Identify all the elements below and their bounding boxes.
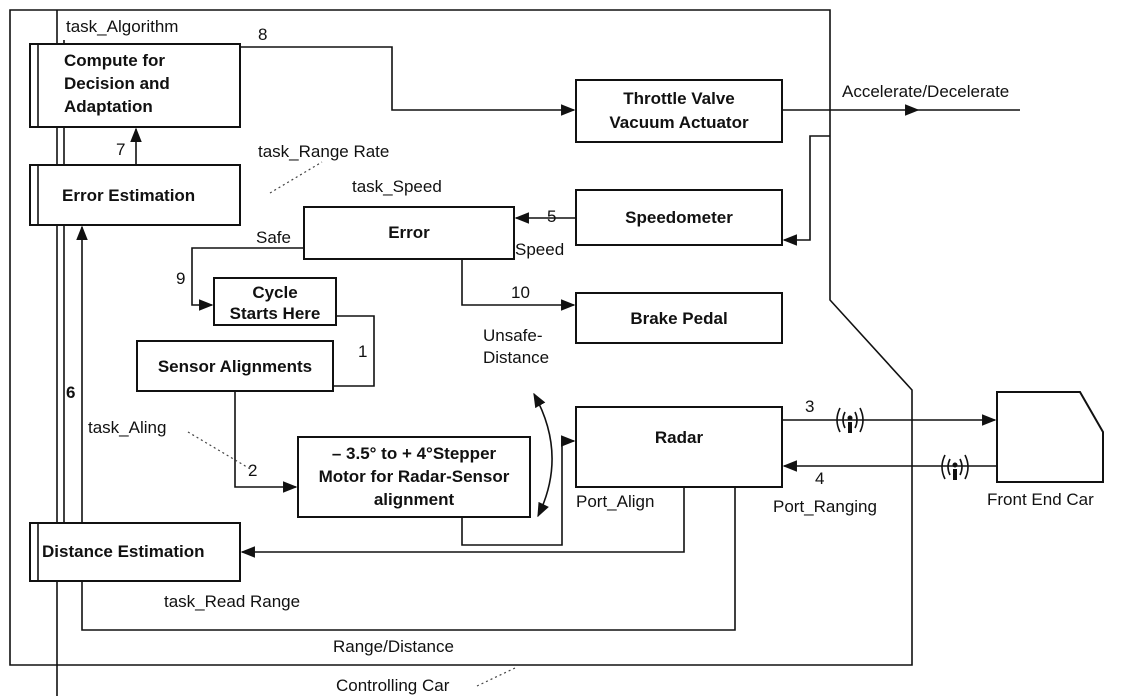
arrow-sensor-to-stepper [235, 391, 296, 487]
safe-label: Safe [256, 228, 291, 247]
step-number-8: 8 [258, 25, 267, 44]
compute-line-1: Compute for [64, 51, 165, 70]
port-ranging-label: Port_Ranging [773, 497, 877, 516]
distance-estimation-box: Distance Estimation [30, 523, 240, 581]
throttle-box: Throttle Valve Vacuum Actuator [576, 80, 782, 142]
compute-line-2: Decision and [64, 74, 170, 93]
step-number-4: 4 [815, 469, 824, 488]
controlling-car-label: Controlling Car [336, 676, 450, 695]
leader-range-rate [270, 162, 322, 193]
step-number-1: 1 [358, 342, 367, 361]
sensor-alignments-box: Sensor Alignments [137, 341, 333, 391]
throttle-line-1: Throttle Valve [623, 89, 734, 108]
compute-line-3: Adaptation [64, 97, 153, 116]
speed-label: Speed [515, 240, 564, 259]
line-cycle-to-sensor [333, 316, 374, 386]
rotation-arrow [534, 394, 552, 516]
step-number-10: 10 [511, 283, 530, 302]
brake-pedal-label: Brake Pedal [630, 309, 727, 328]
cycle-line-2: Starts Here [230, 304, 321, 323]
stepper-line-2: Motor for Radar-Sensor [319, 467, 510, 486]
error-estimation-box: Error Estimation [30, 165, 240, 225]
front-end-car-label: Front End Car [987, 490, 1094, 509]
stepper-line-3: alignment [374, 490, 455, 509]
task-range-rate-label: task_Range Rate [258, 142, 389, 161]
task-algorithm-label: task_Algorithm [66, 17, 178, 36]
arrow-compute-to-throttle [240, 47, 574, 110]
sensor-alignments-label: Sensor Alignments [158, 357, 312, 376]
stepper-motor-box: – 3.5° to + 4°Stepper Motor for Radar-Se… [298, 437, 530, 517]
accelerate-label: Accelerate/Decelerate [842, 82, 1009, 101]
stepper-line-1: – 3.5° to + 4°Stepper [332, 444, 497, 463]
task-read-range-label: task_Read Range [164, 592, 300, 611]
compute-box: Compute for Decision and Adaptation [30, 44, 240, 127]
step-number-7: 7 [116, 140, 125, 159]
speedometer-label: Speedometer [625, 208, 733, 227]
radar-label: Radar [655, 428, 704, 447]
unsafe-label-line-1: Unsafe- [483, 326, 543, 345]
task-aling-label: task_Aling [88, 418, 166, 437]
leader-aling [188, 432, 252, 470]
cycle-line-1: Cycle [252, 283, 297, 302]
range-distance-label: Range/Distance [333, 637, 454, 656]
step-number-3: 3 [805, 397, 814, 416]
signal-icon-receive [942, 455, 968, 480]
signal-icon-transmit [832, 404, 868, 436]
port-align-label: Port_Align [576, 492, 654, 511]
unsafe-label-line-2: Distance [483, 348, 549, 367]
error-estimation-label: Error Estimation [62, 186, 195, 205]
step-number-9: 9 [176, 269, 185, 288]
step-number-2: 2 [248, 461, 257, 480]
task-speed-label: task_Speed [352, 177, 442, 196]
front-end-car-shape [997, 392, 1103, 482]
brake-pedal-box: Brake Pedal [576, 293, 782, 343]
step-number-6: 6 [66, 383, 75, 402]
radar-box: Radar [576, 407, 782, 487]
cycle-box: Cycle Starts Here [214, 278, 336, 325]
arrow-feedback-to-speedometer [784, 136, 830, 240]
speedometer-box: Speedometer [576, 190, 782, 245]
error-box: Error [304, 207, 514, 259]
error-label: Error [388, 223, 430, 242]
step-number-5: 5 [547, 207, 556, 226]
distance-estimation-label: Distance Estimation [42, 542, 205, 561]
throttle-line-2: Vacuum Actuator [609, 113, 749, 132]
leader-controlling-car [477, 668, 515, 686]
